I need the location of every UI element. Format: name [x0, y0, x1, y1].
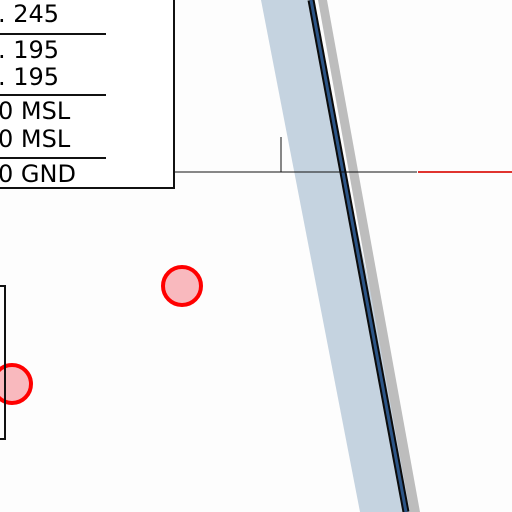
info-line-5: 0 MSL	[0, 125, 71, 153]
info-line-2: . 195	[0, 36, 60, 64]
info-line-4: 0 MSL	[0, 97, 71, 125]
info-line-1: . 245	[0, 0, 60, 28]
info-divider	[0, 157, 106, 159]
info-divider	[0, 94, 106, 96]
info-divider	[0, 33, 106, 35]
info-line-3: . 195	[0, 63, 60, 91]
info-line-6: 0 GND	[0, 160, 76, 188]
airspace-info-box[interactable]: . 245 . 195 . 195 0 MSL 0 MSL 0 GND	[0, 0, 175, 189]
airway-shadow	[318, 0, 420, 512]
waypoint-marker[interactable]	[0, 363, 33, 405]
airway-line-core	[309, 0, 408, 512]
waypoint-marker[interactable]	[161, 265, 203, 307]
left-panel-edge	[0, 285, 6, 440]
